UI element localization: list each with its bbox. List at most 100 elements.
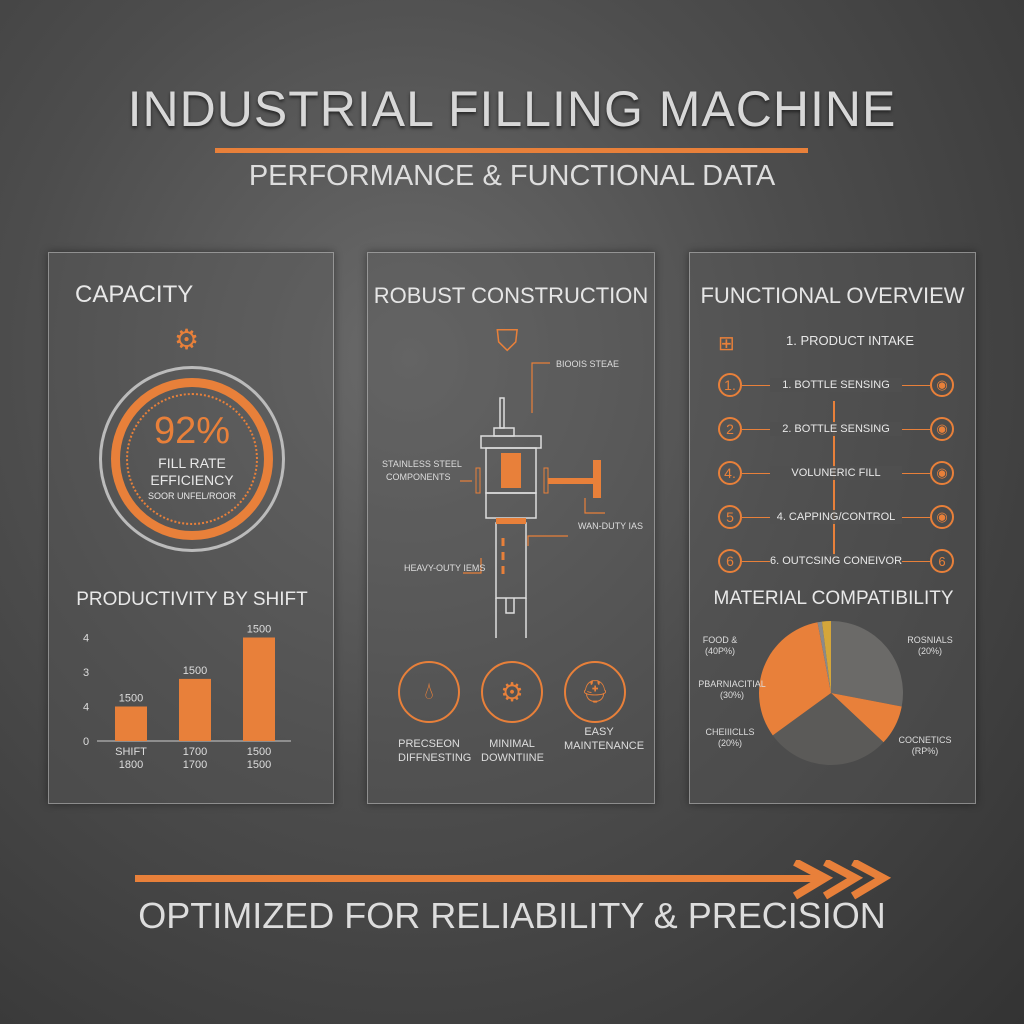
step-connector (742, 517, 770, 518)
pie-label: (30%) (720, 690, 744, 700)
step-end-badge: 6 (930, 549, 954, 573)
bar (179, 678, 211, 741)
pie-label: (20%) (918, 646, 942, 656)
x-tick-label: SHIFT (115, 746, 147, 758)
pie-label: FOOD & (703, 635, 738, 645)
bar-data-label: 1500 (119, 693, 143, 705)
pie-label: CHEIIICLLS (705, 727, 754, 737)
functional-title: FUNCTIONAL OVERVIEW (700, 283, 965, 308)
pie-slice (831, 621, 903, 707)
feature-label: MAINTENANCE (564, 740, 645, 752)
gauge-value: 92% (153, 410, 231, 452)
page-title: INDUSTRIAL FILLING MACHINE (127, 81, 897, 137)
step-connector (742, 473, 770, 474)
step-label: 4. CAPPING/CONTROL (770, 510, 902, 524)
bottle-icon: ◉ (930, 373, 954, 397)
feature-label: DOWNTIINE (481, 752, 544, 764)
feature-label: DIFFNESTING (398, 752, 472, 764)
callout-top: BIOOIS STEAE (556, 359, 620, 369)
capacity-panel: CAPACITY ⚙ 92% FILL RATE EFFICIENCY SOOR… (48, 252, 334, 804)
construction-title: ROBUST CONSTRUCTION (373, 283, 649, 308)
shield-icon: ⛉ (496, 325, 519, 358)
pie-label: (20%) (718, 738, 742, 748)
step-number-badge: 6 (718, 549, 742, 573)
step-number-badge: 2 (718, 417, 742, 441)
page-subtitle: PERFORMANCE & FUNCTIONAL DATA (248, 160, 776, 192)
sensor-icon: ◉ (930, 417, 954, 441)
flow-connector (833, 401, 835, 561)
pie-slice (759, 622, 831, 736)
arrow-graphic (135, 860, 892, 900)
step-number-badge: 1. (718, 373, 742, 397)
step-number-badge: 5 (718, 505, 742, 529)
title-underline (215, 148, 808, 153)
intake-label: 1. PRODUCT INTAKE (786, 333, 915, 348)
callout-stainless-1: STAINLESS STEEL (382, 459, 462, 469)
bar-chart-title: PRODUCTIVITY BY SHIFT (76, 589, 308, 610)
step-label: 1. BOTTLE SENSING (770, 378, 902, 392)
feature-precision: 💧︎ PRECSEON DIFFNESTING (398, 661, 472, 765)
pie-label: PBARNIACITIAL (698, 679, 766, 689)
pie-slice (817, 621, 831, 693)
y-tick-label: 4 (83, 702, 89, 714)
gauge-label-1: FILL RATE (158, 455, 226, 471)
pie-slice (772, 693, 884, 765)
step-connector (742, 561, 770, 562)
flowchart-icon: ⊞ (718, 333, 735, 355)
bar-chart: 04341500SHIFT180015001700170015001500150… (83, 624, 291, 771)
bar-data-label: 1500 (183, 665, 207, 677)
hard-hat-icon: ⛑ (564, 661, 626, 723)
y-tick-label: 0 (83, 736, 89, 748)
efficiency-gauge: 92% FILL RATE EFFICIENCY SOOR UNFEL/ROOR (99, 366, 285, 552)
feature-label: MINIMAL (489, 738, 535, 750)
x-tick-label: 1500 (247, 746, 271, 758)
step-label: 2. BOTTLE SENSING (770, 422, 902, 436)
functional-panel: FUNCTIONAL OVERVIEW ⊞ 1. PRODUCT INTAKE … (689, 252, 976, 804)
step-connector (902, 517, 930, 518)
gauge-label-2: EFFICIENCY (150, 472, 234, 488)
pie-label: ROSNIALS (907, 635, 953, 645)
x-tick-label: 1800 (119, 759, 143, 771)
x-tick-label: 1700 (183, 759, 207, 771)
filling-head-diagram (460, 362, 605, 638)
pie-slice (831, 693, 902, 743)
step-connector (902, 385, 930, 386)
fill-icon: ◉ (930, 461, 954, 485)
capacity-title: CAPACITY (75, 281, 194, 308)
feature-label: PRECSEON (398, 738, 460, 750)
pie-slice (821, 621, 831, 693)
droplet-icon: 💧︎ (398, 661, 460, 723)
step-connector (902, 429, 930, 430)
step-connector (742, 429, 770, 430)
feature-label: EASY (584, 726, 614, 738)
bar (115, 706, 147, 741)
gear-bottle-icon: ⚙ (174, 324, 200, 355)
step-connector (902, 561, 930, 562)
pie-label: COCNETICS (898, 735, 951, 745)
step-number-badge: 4. (718, 461, 742, 485)
y-tick-label: 3 (83, 667, 89, 679)
pie-chart: ROSNIALS(20%)COCNETICS(RP%)CHEIIICLLS(20… (698, 621, 953, 765)
pie-label: (RP%) (912, 746, 939, 756)
cap-icon: ◉ (930, 505, 954, 529)
step-connector (742, 385, 770, 386)
y-tick-label: 4 (83, 633, 89, 645)
pie-label: (40P%) (705, 646, 735, 656)
footer-tagline: OPTIMIZED FOR RELIABILITY & PRECISION (138, 895, 886, 936)
gear-icon: ⚙ (481, 661, 543, 723)
x-tick-label: 1700 (183, 746, 207, 758)
pie-chart-title: MATERIAL COMPATIBILITY (713, 588, 954, 609)
step-label: 6. OUTCSING CONEIVOR (770, 554, 903, 568)
x-tick-label: 1500 (247, 759, 271, 771)
callout-right: WAN-DUTY IAS (578, 521, 644, 531)
step-label: VOLUNERIC FILL (770, 466, 902, 480)
callout-heavy-duty: HEAVY-OUTY IEMS (404, 563, 486, 573)
feature-downtime: ⚙ MINIMAL DOWNTIINE (481, 661, 544, 765)
step-connector (902, 473, 930, 474)
construction-panel: ROBUST CONSTRUCTION ⛉ BIOOIS STEAE STAIN… (367, 252, 655, 804)
bar (243, 637, 275, 741)
gauge-label-3: SOOR UNFEL/ROOR (147, 491, 236, 501)
feature-maintenance: ⛑ EASY MAINTENANCE (564, 661, 645, 753)
callout-stainless-2: COMPONENTS (386, 472, 451, 482)
bar-data-label: 1500 (247, 624, 271, 636)
